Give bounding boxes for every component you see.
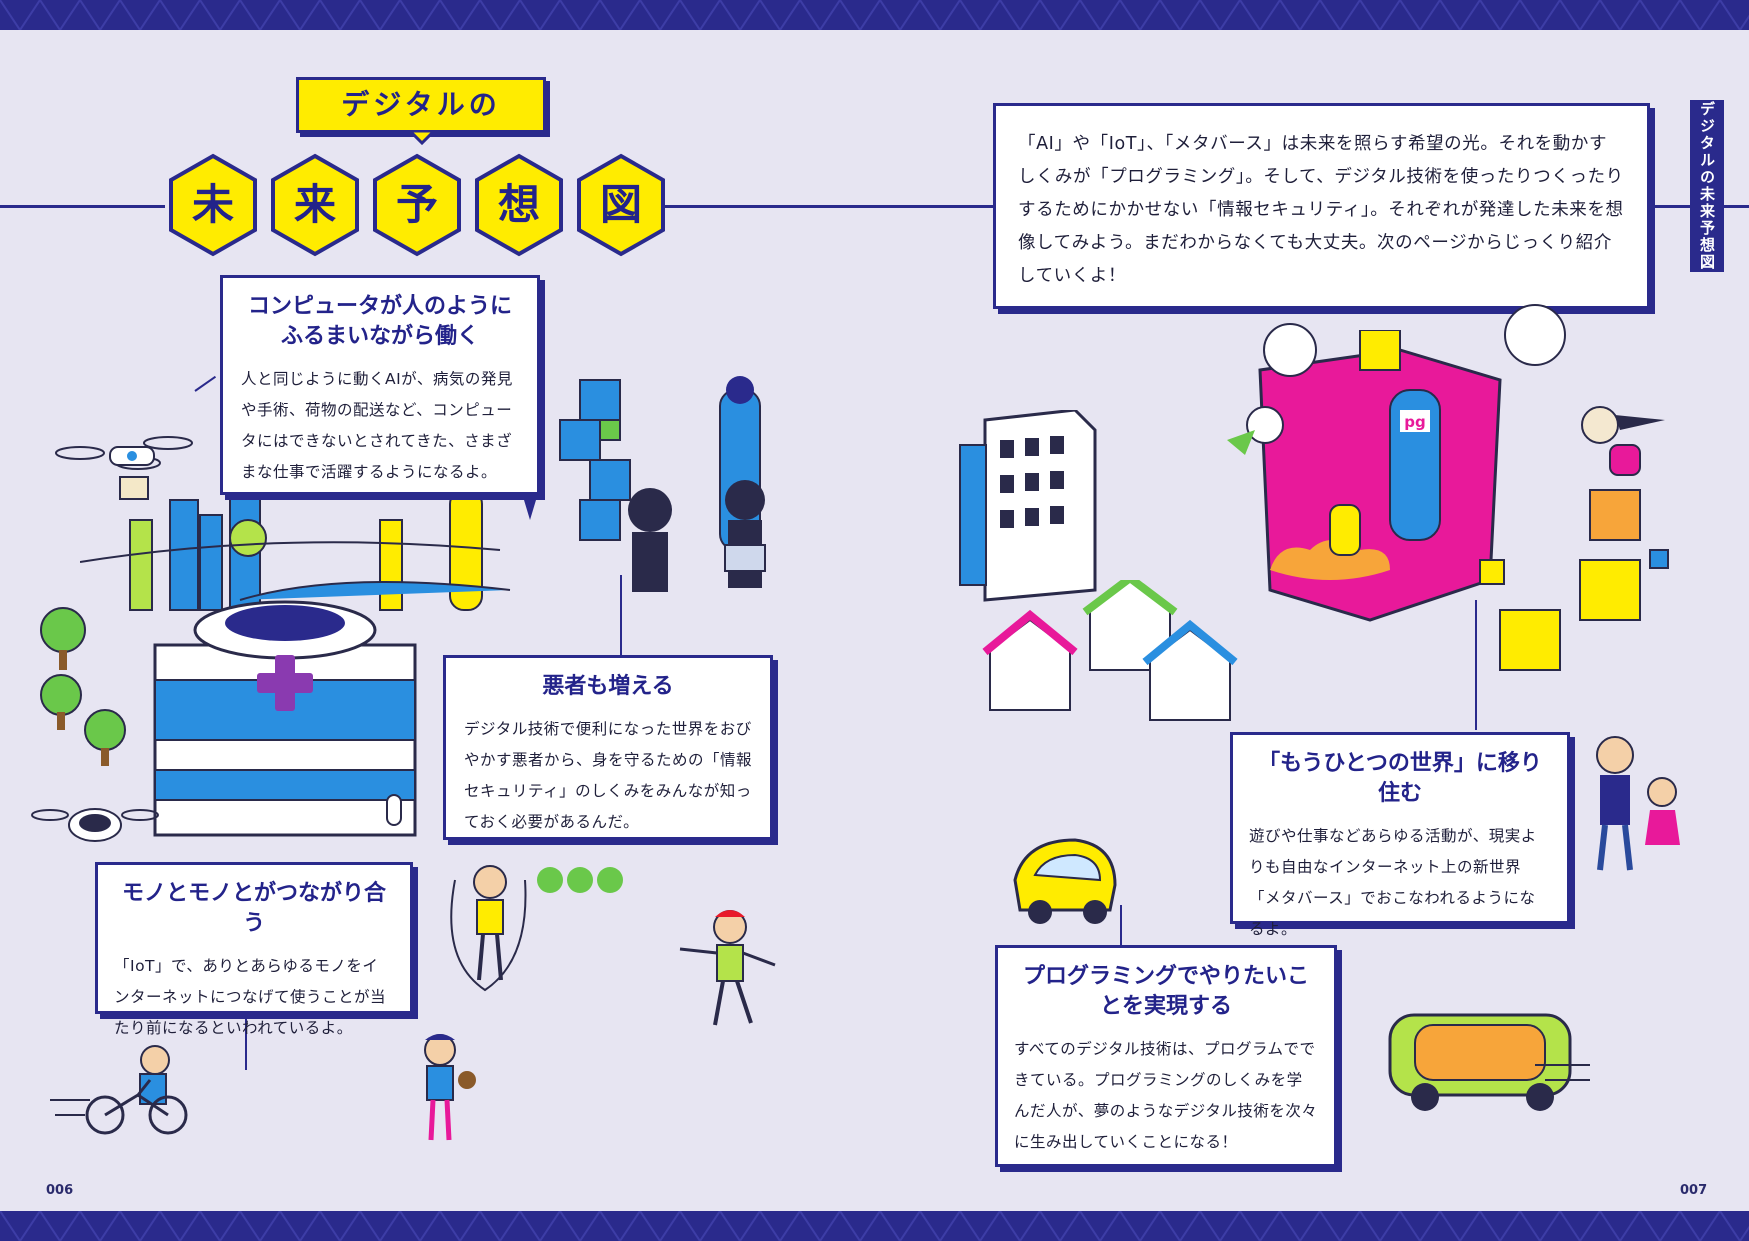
child-bicycle-illustration <box>50 1045 188 1135</box>
flying-cat-illustration <box>1227 406 1284 455</box>
robot-taxi-illustration <box>1388 1013 1590 1111</box>
title-char: 予 <box>395 180 438 229</box>
leader-line <box>194 375 217 392</box>
tower-sign-text: pg <box>1404 413 1425 431</box>
title-rule-left <box>0 205 165 208</box>
title-hex-2: 来 <box>270 153 360 257</box>
city-skyline-illustration <box>80 490 511 611</box>
leader-line <box>1120 905 1122 945</box>
iot-heading: モノとモノとがつながり合う <box>121 881 386 936</box>
hospital-building-illustration <box>153 600 417 837</box>
page-number-right: 007 <box>1680 1183 1708 1198</box>
metaverse-body: 遊びや仕事などあらゆる活動が、現実よりも自由なインターネット上の新世界「メタバー… <box>1249 827 1537 938</box>
robots-and-hackers-illustration <box>520 376 766 592</box>
top-decorative-band <box>0 0 1749 30</box>
security-body: デジタル技術で便利になった世界をおびやかす悪者から、身を守るための「情報セキュリ… <box>464 720 753 831</box>
parent-and-child-illustration <box>1596 736 1680 871</box>
small-trees-illustration <box>537 867 623 893</box>
intro-box: 「AI」や「IoT」、「メタバース」は未来を照らす希望の光。それを動かすしくみが… <box>993 103 1650 309</box>
programming-info-box: プログラミングでやりたいことを実現する すべてのデジタル技術は、プログラムででき… <box>995 945 1337 1167</box>
medical-cross-icon <box>257 655 313 711</box>
title-pointer <box>410 131 434 145</box>
title-label: デジタルの <box>296 77 546 133</box>
security-heading: 悪者も増える <box>542 674 674 699</box>
title-char: 図 <box>599 180 642 229</box>
iot-info-box: モノとモノとがつながり合う 「IoT」で、ありとあらゆるモノをインターネットにつ… <box>95 862 413 1037</box>
title-char: 未 <box>191 180 234 229</box>
houses-illustration <box>982 580 1238 721</box>
bottom-decorative-band <box>0 1211 1749 1241</box>
title-hex-5: 図 <box>576 153 666 257</box>
child-throwing-ball-illustration <box>679 910 776 1026</box>
trees-illustration <box>40 607 126 766</box>
flying-girl-illustration <box>1581 406 1665 476</box>
floating-cubes-illustration <box>1479 489 1669 671</box>
cloud-rider-illustration <box>1270 504 1390 580</box>
ai-body: 人と同じように動くAIが、病気の発見や手術、荷物の配送など、コンピュータにはでき… <box>241 370 513 481</box>
delivery-drone-illustration <box>31 808 159 842</box>
band-pattern <box>0 1211 1749 1241</box>
metaverse-heading: 「もうひとつの世界」に移り住む <box>1258 751 1542 806</box>
title-char: 来 <box>293 180 336 229</box>
title-hex-3: 予 <box>372 153 462 257</box>
page-number-left: 006 <box>46 1183 74 1198</box>
child-baseball-glove-illustration <box>424 1034 476 1141</box>
band-pattern <box>0 0 1749 30</box>
drone-illustration <box>55 436 193 500</box>
chapter-side-tab: デジタルの未来予想図 <box>1690 100 1724 272</box>
office-building-illustration <box>959 410 1097 602</box>
iot-body: 「IoT」で、ありとあらゆるモノをインターネットにつなげて使うことが当たり前にな… <box>114 957 387 1037</box>
bubble-icon <box>1263 323 1317 377</box>
title-hex-1: 未 <box>168 153 258 257</box>
title-rule-middle <box>665 205 995 208</box>
leader-line <box>245 1015 247 1070</box>
leader-line <box>620 575 622 655</box>
security-info-box: 悪者も増える デジタル技術で便利になった世界をおびやかす悪者から、身を守るための… <box>443 655 773 840</box>
title-hex-4: 想 <box>474 153 564 257</box>
title-char: 想 <box>497 180 540 229</box>
leader-line <box>1475 600 1477 730</box>
programming-heading: プログラミングでやりたいことを実現する <box>1022 964 1309 1019</box>
programming-body: すべてのデジタル技術は、プログラムでできている。プログラミングのしくみを学んだ人… <box>1014 1040 1318 1151</box>
metaverse-info-box: 「もうひとつの世界」に移り住む 遊びや仕事などあらゆる活動が、現実よりも自由なイ… <box>1230 732 1570 938</box>
intro-text: 「AI」や「IoT」、「メタバース」は未来を照らす希望の光。それを動かすしくみが… <box>1018 134 1624 286</box>
child-jumping-rope-illustration <box>450 865 527 992</box>
ai-heading: コンピュータが人のようにふるまいながら働く <box>247 294 512 349</box>
autonomous-car-illustration <box>1013 838 1117 924</box>
bubble-icon <box>1504 304 1566 366</box>
ai-info-box: コンピュータが人のようにふるまいながら働く 人と同じように動くAIが、病気の発見… <box>220 275 540 495</box>
